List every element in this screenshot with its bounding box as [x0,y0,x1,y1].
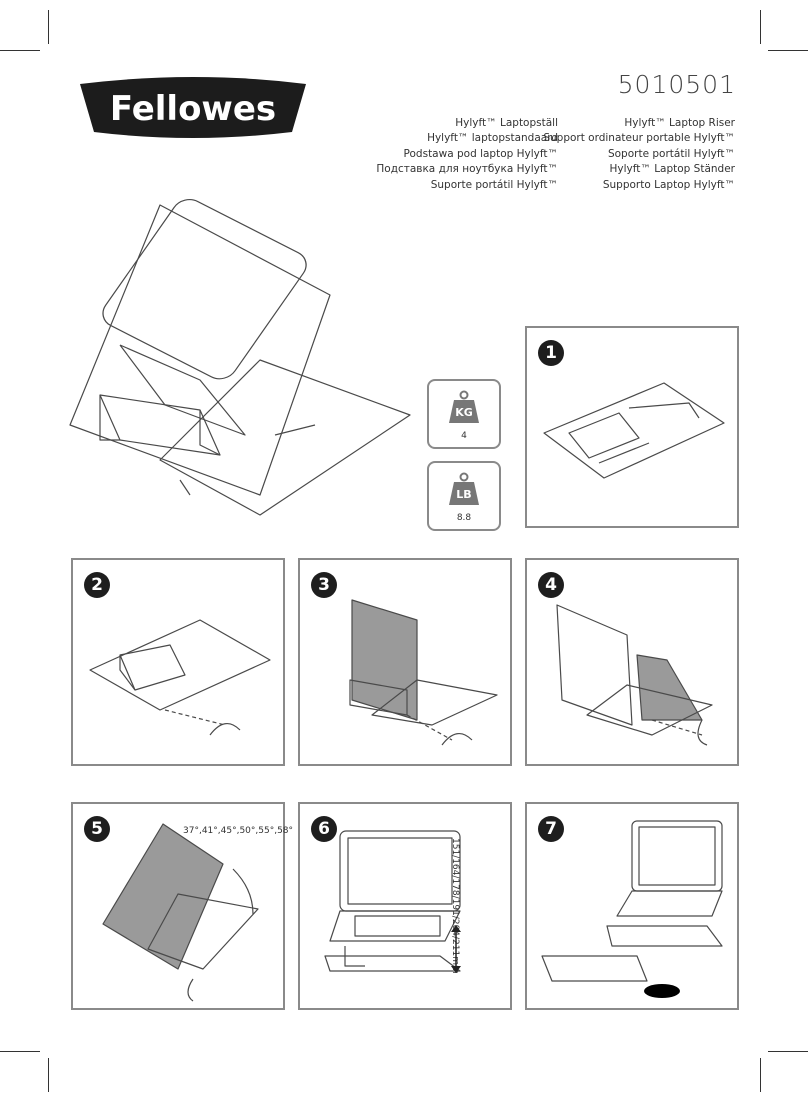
fellowes-logo: Fellowes [80,77,306,138]
step-4-illustration [556,604,713,746]
crop-mark [760,10,761,44]
product-name: Подставка для ноутбука Hylyft™ [376,163,558,176]
step-7-illustration [541,820,723,998]
product-name: Soporte portátil Hylyft™ [607,147,735,160]
weight-kg-box: KG 4 [427,379,501,449]
product-names-right: Hylyft™ Laptop Riser Support ordinateur … [543,116,735,193]
weight-value-lb: 8.8 [456,513,472,523]
step-1-panel: 1 [525,326,739,528]
step-number-badge: 4 [538,572,564,598]
step-4-panel: 4 [525,558,739,766]
weight-unit-kg: KG [455,406,473,419]
step-3-illustration [349,599,498,746]
step-number-badge: 2 [84,572,110,598]
step-3-panel: 3 [298,558,512,766]
product-name: Suporte portátil Hylyft™ [430,178,558,191]
crop-mark [48,10,49,44]
step-5-panel: 5 37°,41°,45°,50°,55°,58° [71,802,293,1010]
crop-mark [48,1058,49,1092]
step-2-panel: 2 [71,558,285,766]
crop-mark [0,50,40,51]
height-options: 151/164/178/191/204/211mm [450,838,460,974]
product-name: Hylyft™ Laptop Ständer [609,163,735,176]
product-names-left: Hylyft™ Laptopställ Hylyft™ laptopstanda… [376,116,558,193]
step-number-badge: 5 [84,816,110,842]
step-7-panel: 7 [525,802,739,1010]
crop-mark [760,1058,761,1092]
angle-options: 37°,41°,45°,50°,55°,58° [183,826,294,836]
weight-icon [449,390,479,423]
step-number-badge: 6 [311,816,337,842]
crop-mark [768,1051,808,1052]
weight-unit-lb: LB [456,488,472,501]
product-name: Hylyft™ Laptop Riser [624,117,735,129]
step-1-illustration [543,382,725,479]
step-6-illustration [324,830,461,972]
weight-lb-box: LB 8.8 [427,461,501,531]
step-number-badge: 7 [538,816,564,842]
step-number-badge: 1 [538,340,564,366]
product-name: Hylyft™ Laptopställ [455,117,558,129]
crop-mark [768,50,808,51]
product-name: Hylyft™ laptopstandaard [427,132,558,145]
height-arrow-icon [451,925,461,973]
product-name: Podstawa pod laptop Hylyft™ [403,147,558,160]
logo-text: Fellowes [110,89,276,129]
step-6-panel: 6 151/164/178/191/204/211mm [298,802,512,1010]
weight-icon [449,472,479,505]
laptop-riser-illustration [69,199,411,516]
product-name: Supporto Laptop Hylyft™ [602,178,735,191]
crop-mark [0,1051,40,1052]
step-5-illustration [102,823,259,1002]
weight-value-kg: 4 [461,431,467,441]
step-number-badge: 3 [311,572,337,598]
step-2-illustration [89,619,271,736]
product-code: 5010501 [617,70,736,99]
product-name: Support ordinateur portable Hylyft™ [543,132,735,145]
